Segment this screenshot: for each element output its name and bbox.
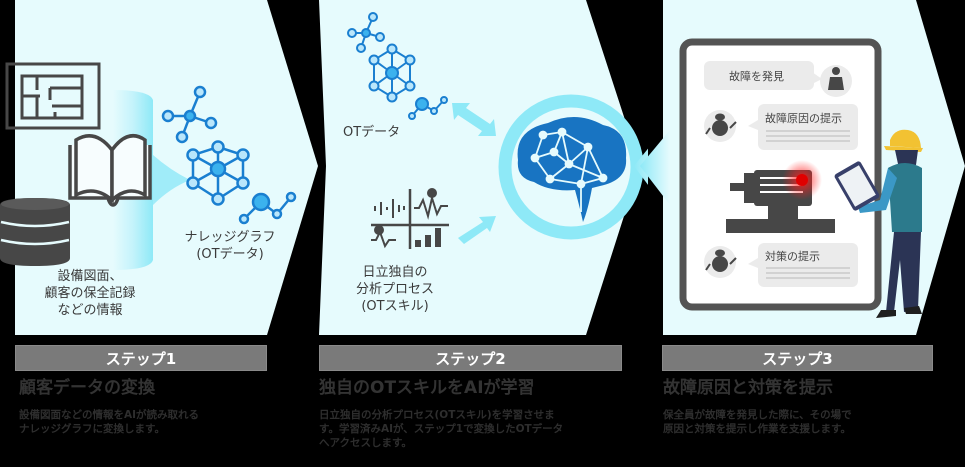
graph-caption-line: (OTデータ): [196, 247, 264, 262]
ai-brain-icon: [517, 116, 627, 222]
description-line: 原因と対策を提示し作業を支援します。: [663, 423, 851, 435]
knowledge-graph-icon: [347, 12, 448, 120]
step3-title: 故障原因と対策を提示: [663, 378, 833, 398]
user-icon: [828, 67, 844, 90]
panel-2-chevron: [319, 0, 640, 335]
graph-caption-line: ナレッジグラフ: [184, 230, 276, 245]
bidirectional-arrow-icon: [452, 103, 496, 136]
description-line: へアクセスします。: [319, 437, 412, 449]
floor-plan-icon: [5, 62, 101, 130]
step1-bar: ステップ1: [15, 345, 267, 371]
step1-illustration: [0, 62, 297, 270]
skill-caption-line: 分析プロセス: [355, 282, 434, 297]
skill-caption-line: 日立独自の: [362, 265, 428, 280]
robot-icon: [705, 113, 737, 136]
description-line: 設備図面などの情報をAIが読み取れる: [19, 409, 200, 421]
step3-description: 保全員が故障を発見した際に、その場で 原因と対策を提示し作業を支援します。: [663, 408, 963, 436]
source-caption-line: などの情報: [57, 303, 123, 318]
open-book-icon: [68, 134, 152, 207]
bubble-cause: [758, 104, 858, 150]
robot-icon: [705, 249, 737, 272]
bubble-user: [704, 61, 814, 90]
description-line: 保全員が故障を発見した際に、その場で: [663, 409, 852, 421]
ot-data-caption: OTデータ: [343, 125, 401, 140]
step2-illustration: [347, 12, 648, 249]
skill-caption: 日立独自の 分析プロセス (OTスキル): [345, 264, 445, 315]
bubble-action: [758, 243, 858, 287]
graph-caption: ナレッジグラフ (OTデータ): [170, 229, 290, 263]
step3-illustration: [640, 38, 923, 318]
step1-description: 設備図面などの情報をAIが読み取れる ナレッジグラフに変換します。: [19, 408, 309, 436]
bubble-action-text: 対策の提示: [765, 250, 820, 263]
bubble-cause-text: 故障原因の提示: [765, 112, 842, 125]
description-line: 日立独自の分析プロセス(OTスキル)を学習させま: [319, 409, 555, 421]
beam-receiver: [640, 130, 670, 205]
worker-icon: [834, 129, 923, 318]
source-caption: 設備図面、 顧客の保全記録 などの情報: [25, 268, 155, 319]
step1-title: 顧客データの変換: [19, 378, 155, 398]
knowledge-graph-icon: [161, 85, 297, 225]
alert-dot: [796, 174, 808, 186]
funnel-beam: [153, 155, 190, 205]
step2-title: 独自のOTスキルをAIが学習: [319, 378, 535, 398]
description-line: す。学習済みAIが、ステップ1で変換したOTデータ: [319, 423, 564, 435]
arrow-icon: [458, 216, 496, 244]
skill-caption-line: (OTスキル): [361, 299, 429, 314]
source-caption-line: 設備図面、: [57, 269, 123, 284]
database-icon: [0, 198, 70, 266]
step2-description: 日立独自の分析プロセス(OTスキル)を学習させま す。学習済みAIが、ステップ1…: [319, 408, 639, 450]
bubble-user-text: 故障を発見: [729, 70, 784, 83]
step3-bar: ステップ3: [662, 345, 933, 371]
description-line: ナレッジグラフに変換します。: [19, 423, 165, 435]
analysis-chart-icon: [371, 188, 449, 249]
step2-bar: ステップ2: [319, 345, 622, 371]
source-caption-line: 顧客の保全記録: [44, 286, 136, 301]
